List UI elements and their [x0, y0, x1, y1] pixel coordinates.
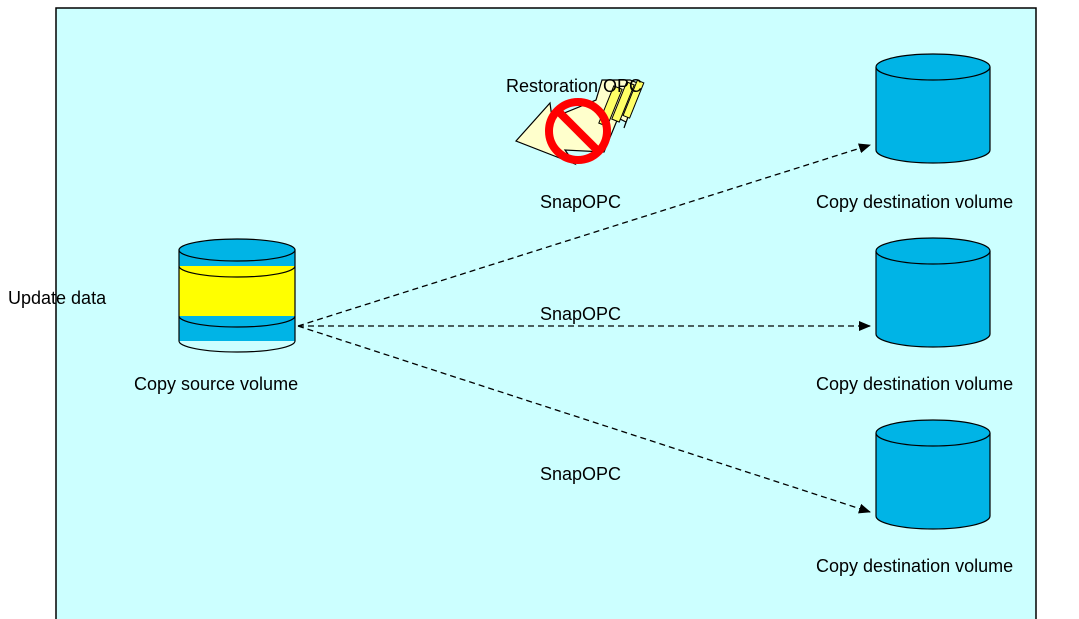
update-data-label: Update data	[8, 288, 107, 308]
snapopc-arrow-bottom	[297, 325, 871, 514]
big-arrow-icon	[514, 79, 645, 166]
snapopc-label-top: SnapOPC	[540, 192, 621, 212]
snapopc-label-middle: SnapOPC	[540, 304, 621, 324]
copy-destination-volume-cylinder-bottom	[875, 419, 991, 530]
snapopc-label-bottom: SnapOPC	[540, 464, 621, 484]
copy-destination-volume-cylinder-top	[875, 53, 991, 164]
prohibition-icon	[545, 98, 611, 164]
copy-destination-volume-cylinder-middle	[875, 237, 991, 348]
copy-destination-volume-label-bottom: Copy destination volume	[816, 556, 1013, 576]
copy-source-volume-label: Copy source volume	[134, 374, 298, 394]
copy-source-volume-cylinder	[178, 238, 296, 353]
copy-destination-volume-label-middle: Copy destination volume	[816, 374, 1013, 394]
restoration-opc-label: Restoration OPC	[506, 76, 642, 96]
copy-destination-volume-label-top: Copy destination volume	[816, 192, 1013, 212]
